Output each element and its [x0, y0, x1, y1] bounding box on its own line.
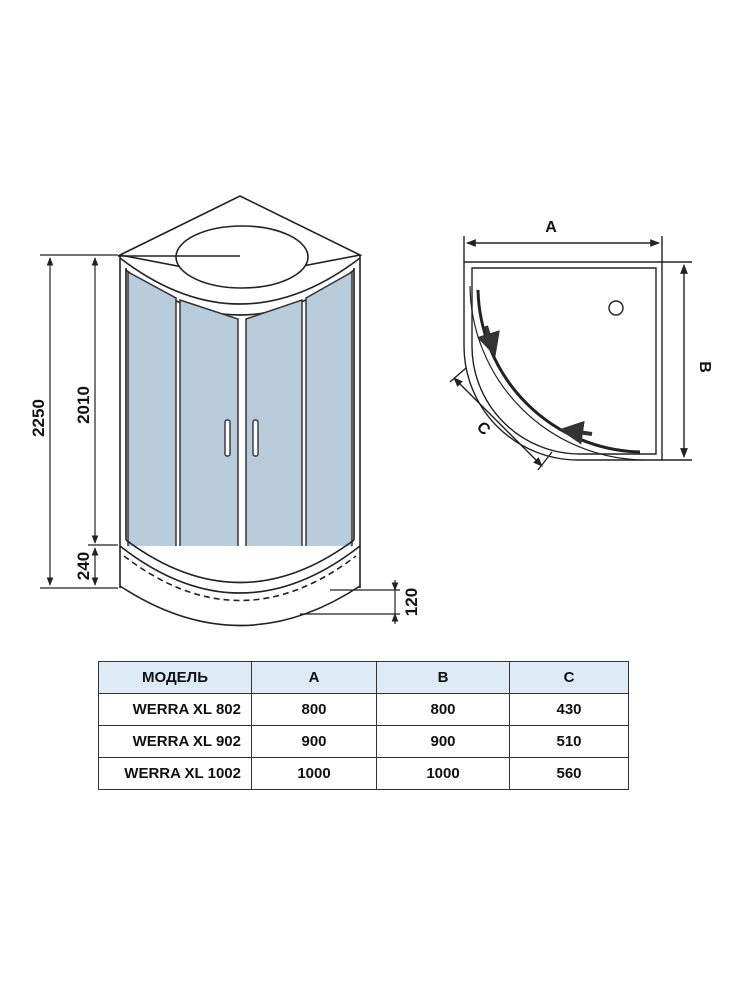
- sliding-arrows: [476, 325, 593, 445]
- dim-240-label: 240: [74, 552, 93, 580]
- header-c: C: [509, 661, 629, 694]
- cell-a: 900: [251, 725, 377, 758]
- dim-b-label: B: [696, 361, 713, 373]
- cell-b: 800: [376, 693, 510, 726]
- dim-2250-label: 2250: [29, 399, 48, 437]
- front-dimensions: [40, 254, 400, 624]
- header-b: B: [376, 661, 510, 694]
- drain-icon: [608, 300, 624, 316]
- cell-a: 800: [251, 693, 377, 726]
- dim-line-c: [453, 377, 543, 467]
- cell-a: 1000: [251, 757, 377, 790]
- shower-tray: [119, 539, 361, 627]
- door-handle-right: [252, 419, 259, 457]
- table-row: WERRA XL 802 800 800 430: [98, 693, 629, 726]
- shower-cabin-drawing: 2250 2010 240 120 A B C: [29, 195, 713, 627]
- cell-model: WERRA XL 902: [98, 725, 252, 758]
- dim-2010-label: 2010: [74, 386, 93, 424]
- header-a: A: [251, 661, 377, 694]
- dim-120-label: 120: [402, 588, 421, 616]
- cell-c: 430: [509, 693, 629, 726]
- glass-panel-right: [305, 270, 353, 572]
- cell-model: WERRA XL 1002: [98, 757, 252, 790]
- table-row: WERRA XL 1002 1000 1000 560: [98, 757, 629, 790]
- slide-arrow-down-icon: [476, 325, 500, 357]
- cell-model: WERRA XL 802: [98, 693, 252, 726]
- tray-depth-dashed: [123, 555, 357, 602]
- roof-dome: [175, 225, 309, 289]
- slide-arrow-left-icon: [559, 420, 593, 445]
- glass-panels: [127, 270, 353, 585]
- dim-c-label: C: [473, 419, 494, 440]
- dim-a-label: A: [545, 219, 557, 236]
- glass-panel-left: [127, 270, 177, 572]
- header-model: МОДЕЛЬ: [98, 661, 252, 694]
- cell-c: 560: [509, 757, 629, 790]
- cabin-plan-view: [449, 236, 692, 471]
- table-row: WERRA XL 902 900 900 510: [98, 725, 629, 758]
- table-header-row: МОДЕЛЬ A B C: [98, 661, 629, 694]
- model-dimensions-table: МОДЕЛЬ A B C WERRA XL 802 800 800 430 WE…: [98, 661, 629, 790]
- door-handle-left: [224, 419, 231, 457]
- cell-c: 510: [509, 725, 629, 758]
- cell-b: 900: [376, 725, 510, 758]
- door-handles: [224, 419, 259, 457]
- cell-b: 1000: [376, 757, 510, 790]
